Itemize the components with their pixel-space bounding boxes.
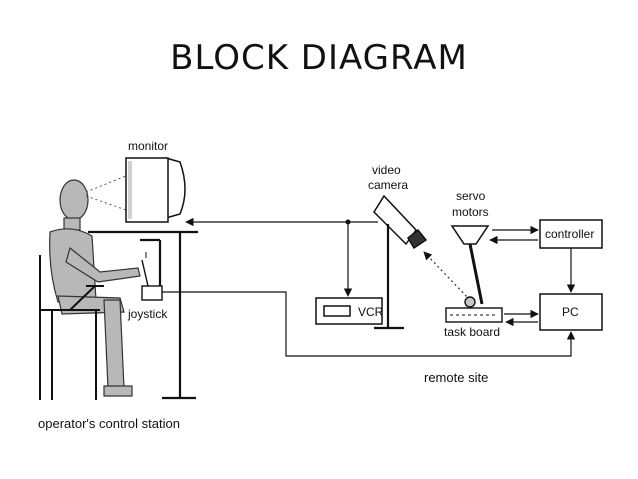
junction-dot	[345, 219, 351, 225]
joystick-label: joystick	[127, 307, 168, 321]
servo-motors	[450, 225, 490, 305]
chair	[39, 255, 104, 400]
connections	[162, 217, 576, 357]
station-label: operator's control station	[38, 416, 180, 431]
controller-label: controller	[545, 227, 594, 241]
camera-view-line	[423, 251, 471, 301]
pc-box	[539, 293, 603, 331]
camera-stand	[374, 224, 404, 330]
vcr-label: VCR	[358, 305, 384, 319]
servo-label-1: servo	[456, 189, 486, 203]
controller-box	[539, 219, 603, 249]
monitor	[125, 157, 186, 223]
operator-figure	[49, 179, 141, 397]
task-board-label: task board	[444, 325, 500, 339]
servo-label-2: motors	[452, 205, 489, 219]
sight-lines	[85, 175, 127, 211]
joystick	[141, 252, 163, 301]
video-label-1: video	[372, 163, 401, 177]
remote-site-label: remote site	[424, 370, 488, 385]
task-board	[445, 296, 503, 323]
vcr	[315, 297, 383, 325]
video-camera	[373, 194, 428, 250]
pc-label: PC	[562, 305, 579, 319]
video-label-2: camera	[368, 178, 408, 192]
monitor-label: monitor	[128, 139, 168, 153]
page-title: BLOCK DIAGRAM	[170, 38, 468, 78]
